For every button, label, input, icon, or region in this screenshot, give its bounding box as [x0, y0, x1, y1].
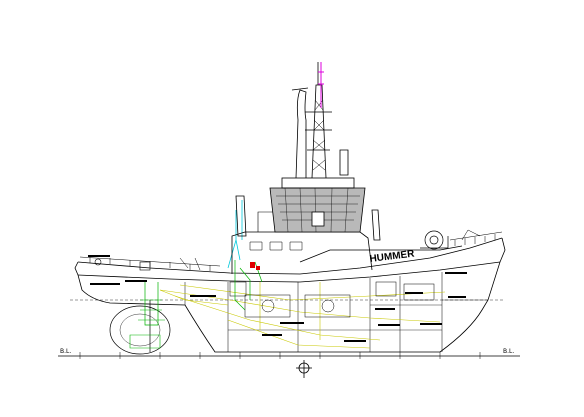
- propulsion-unit: [109, 282, 229, 355]
- engine-room: [229, 281, 435, 318]
- aft-capstan: [94, 258, 151, 271]
- hull-bottom: [77, 261, 501, 353]
- annotation-blocks: [88, 255, 467, 342]
- mast-antenna: [318, 62, 324, 108]
- main-deck-line: [77, 261, 501, 283]
- piping-cyan: [227, 200, 243, 269]
- baseline-label-aft: B.L.: [60, 348, 71, 355]
- wheelhouse-door: [311, 211, 325, 227]
- main-mast: [305, 62, 349, 179]
- radar-mast: [291, 87, 309, 179]
- house-windows: [249, 241, 303, 251]
- equipment-red: [250, 262, 260, 270]
- stern-transom: [74, 261, 79, 276]
- wheelhouse-roof: [281, 177, 355, 189]
- baseline: [58, 352, 520, 359]
- baseline-ticks: [79, 352, 481, 359]
- bulkheads: [184, 272, 443, 352]
- stern-railing: [79, 256, 221, 271]
- bow-stem: [499, 237, 506, 263]
- nozzle: [109, 305, 171, 355]
- midship-symbol: [296, 360, 312, 378]
- baseline-label-fwd: B.L.: [503, 348, 514, 355]
- towing-winch: [420, 230, 449, 250]
- sheer-line: [77, 237, 503, 275]
- machinery-lines: [159, 282, 446, 349]
- forecastle-house: [299, 245, 463, 263]
- bow-railing: [449, 229, 503, 246]
- vessel-name: HUMMER: [369, 248, 416, 264]
- wheelhouse: [269, 177, 366, 233]
- piping-green: [234, 260, 263, 311]
- tank-tops: [228, 299, 488, 331]
- exhaust-stacks: [235, 195, 381, 241]
- z-drive-column: [144, 282, 159, 326]
